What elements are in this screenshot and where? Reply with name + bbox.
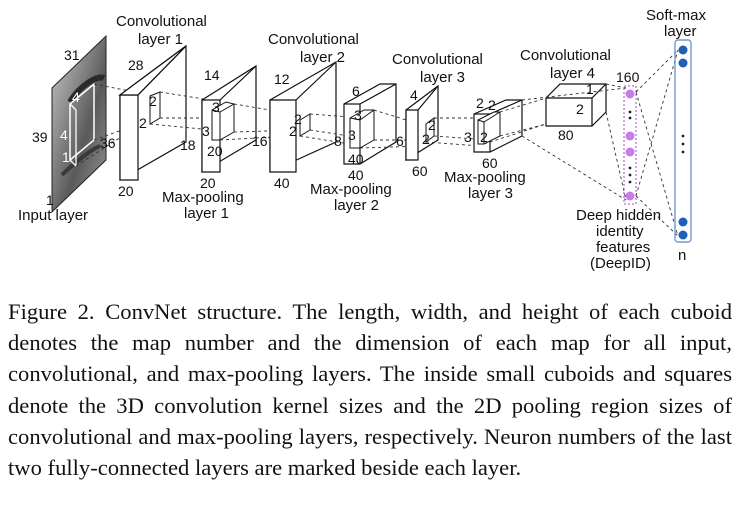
conv3-height-label: 6	[396, 133, 404, 149]
conv2-title-l2: layer 2	[300, 49, 345, 66]
conv2-width-label: 12	[274, 71, 290, 87]
conv2-front-face	[269, 99, 297, 173]
conv1-kernel-b: 2	[139, 115, 147, 131]
deepid-label-l2: identity	[596, 223, 644, 240]
deepid-box	[623, 85, 637, 205]
conv4-title-l2: layer 4	[550, 65, 595, 82]
convnet-diagram: 4 4 1 31 39 1 Input layer 2 2 28 36 20 C…	[18, 7, 707, 272]
conv1-kernel-a: 2	[149, 93, 157, 109]
deepid-count: 160	[616, 69, 640, 85]
softmax-neuron	[678, 58, 688, 68]
conv1-depth-label: 20	[118, 183, 134, 199]
conv3-depth-label: 60	[412, 163, 428, 179]
pool3-kernel-a: 2	[488, 97, 496, 113]
pool3-height-label: 3	[464, 129, 472, 145]
deepid-label-l4: (DeepID)	[590, 255, 651, 272]
softmax-box	[674, 39, 692, 243]
conv3-kernel-b: 2	[422, 131, 430, 147]
input-kernel-w: 4	[60, 127, 68, 143]
input-height-label: 39	[32, 129, 48, 145]
deepid-layer: 160 Deep hidden identity features (DeepI…	[576, 69, 661, 272]
input-kernel-d: 1	[62, 149, 70, 165]
pool2-kernel-c: 40	[348, 151, 364, 167]
conv3-width-label: 4	[410, 87, 418, 103]
softmax-title-l1: Soft-max	[646, 7, 707, 24]
conv2-height-label: 16	[252, 133, 268, 149]
conv1-front-face	[119, 94, 139, 181]
conv2-depth-label: 40	[274, 175, 290, 191]
pool3-depth-label: 60	[482, 155, 498, 171]
conv1-width-label: 28	[128, 57, 144, 73]
conv-layer-3: 2 2 4 6 60 Convolutional layer 3	[392, 51, 483, 179]
pool2-depth-label: 40	[348, 167, 364, 183]
connection-deepid-softmax	[635, 49, 679, 237]
softmax-layer: Soft-max layer n	[646, 7, 707, 264]
pool-layer-2: 3 3 40 6 8 40 Max-pooling layer 2	[310, 83, 397, 214]
pool3-title-l2: layer 3	[468, 185, 513, 202]
input-kernel-h: 4	[72, 89, 80, 105]
pool1-height-label: 18	[180, 137, 196, 153]
conv-layer-1: 2 2 28 36 20 Convolutional layer 1	[100, 13, 207, 199]
conv4-width-label: 1	[586, 81, 594, 97]
pool2-kernel-b: 3	[348, 127, 356, 143]
pool1-title-l1: Max-pooling	[162, 189, 244, 206]
input-width-label: 31	[64, 47, 80, 63]
conv4-depth-label: 80	[558, 127, 574, 143]
face-eye-shape	[67, 74, 106, 104]
pool2-kernel-a: 3	[354, 107, 362, 123]
pool-layer-3: 2 2 2 3 60 Max-pooling layer 3	[444, 95, 526, 202]
pool2-title-l2: layer 2	[334, 197, 379, 214]
conv2-kernel-b: 2	[289, 123, 297, 139]
conv3-front-face	[405, 109, 419, 161]
softmax-count: n	[678, 247, 686, 264]
softmax-neuron	[678, 217, 688, 227]
pool2-height-label: 8	[334, 133, 342, 149]
pool1-depth-label: 20	[200, 175, 216, 191]
softmax-neuron	[678, 230, 688, 240]
softmax-title-l2: layer	[664, 23, 697, 40]
conv3-kernel-a: 2	[428, 117, 436, 133]
connection-to-deepid	[521, 83, 627, 201]
pool2-title-l1: Max-pooling	[310, 181, 392, 198]
input-layer: 4 4 1 31 39 1 Input layer	[18, 34, 107, 224]
pool1-kernel-b: 3	[202, 123, 210, 139]
deepid-neuron	[625, 191, 635, 201]
pool1-kernel-c: 20	[207, 143, 223, 159]
conv2-title-l1: Convolutional	[268, 31, 359, 48]
pool2-width-label: 6	[352, 83, 360, 99]
pool1-width-label: 14	[204, 67, 220, 83]
pool1-title-l2: layer 1	[184, 205, 229, 222]
deepid-neuron	[625, 147, 635, 157]
deepid-neuron	[625, 89, 635, 99]
figure-caption: Figure 2. ConvNet structure. The length,…	[8, 299, 732, 481]
pool3-kernel-b: 2	[480, 129, 488, 145]
face-mouth-shape	[60, 144, 101, 177]
conv1-title-l1: Convolutional	[116, 13, 207, 30]
conv1-height-label: 36	[100, 135, 116, 151]
conv4-height-label: 2	[576, 101, 584, 117]
conv-layer-2: 2 2 12 16 40 Convolutional layer 2	[252, 31, 359, 191]
pool-layer-1: 3 3 20 14 18 20 Max-pooling layer 1	[162, 64, 257, 222]
softmax-neuron	[678, 45, 688, 55]
conv3-title-l2: layer 3	[420, 69, 465, 86]
conv4-title-l1: Convolutional	[520, 47, 611, 64]
deepid-label-l1: Deep hidden	[576, 207, 661, 224]
deepid-label-l3: features	[596, 239, 650, 256]
pool1-kernel-a: 3	[212, 99, 220, 115]
pool3-width-label: 2	[476, 95, 484, 111]
pool3-title-l1: Max-pooling	[444, 169, 526, 186]
conv1-title-l2: layer 1	[138, 31, 183, 48]
input-layer-label: Input layer	[18, 207, 88, 224]
conv2-kernel-a: 2	[294, 111, 302, 127]
conv-layer-4: 2 1 80 Convolutional layer 4	[520, 47, 611, 143]
deepid-neuron	[625, 131, 635, 141]
connection-conv1-pool1	[149, 91, 223, 131]
input-depth-label: 1	[46, 192, 54, 208]
conv3-title-l1: Convolutional	[392, 51, 483, 68]
connection-pool3-conv4	[483, 97, 547, 145]
